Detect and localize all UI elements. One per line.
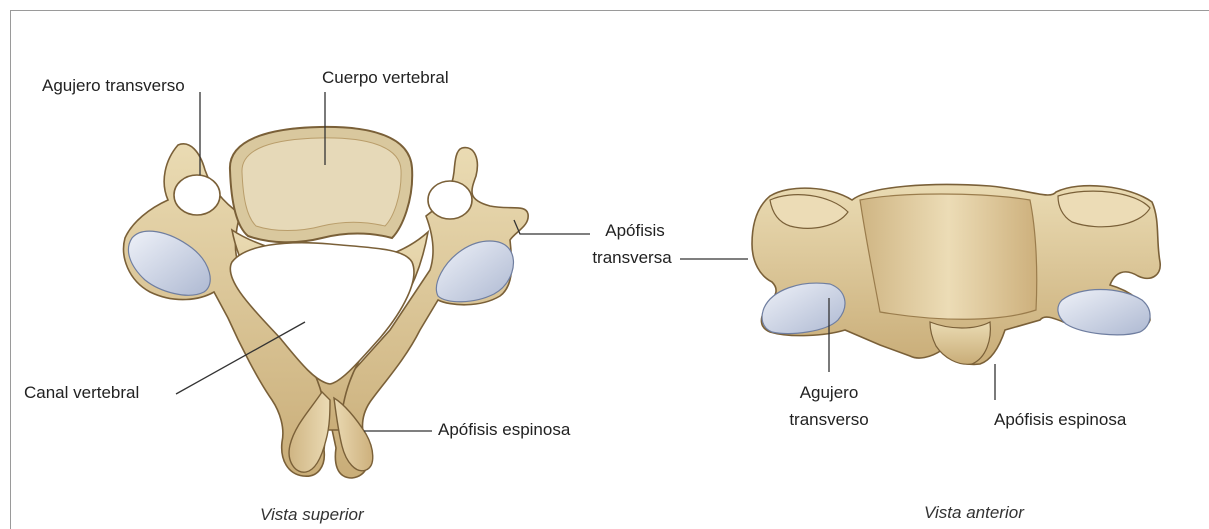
caption-vista-superior: Vista superior — [260, 505, 364, 525]
label-apofisis-transversa-line2: transversa — [582, 248, 682, 268]
label-canal-vertebral: Canal vertebral — [24, 383, 139, 403]
label-apofisis-transversa-line1: Apófisis — [585, 221, 685, 241]
vertebral-body-surface — [242, 138, 401, 231]
anterior-right-facet — [1058, 290, 1150, 335]
caption-vista-anterior: Vista anterior — [924, 503, 1024, 523]
label-agujero-transverso-superior: Agujero transverso — [42, 76, 185, 96]
anterior-spinous-process — [930, 322, 990, 364]
label-cuerpo-vertebral: Cuerpo vertebral — [322, 68, 449, 88]
label-apofisis-espinosa-superior: Apófisis espinosa — [438, 420, 570, 440]
label-agujero-transverso-anterior-line1: Agujero — [774, 383, 884, 403]
left-transverse-foramen — [174, 175, 220, 215]
label-apofisis-espinosa-anterior: Apófisis espinosa — [994, 410, 1126, 430]
anterior-vertebral-body — [860, 194, 1037, 319]
anterior-view-vertebra — [752, 185, 1160, 365]
label-agujero-transverso-anterior-line2: transverso — [774, 410, 884, 430]
right-transverse-foramen — [428, 181, 472, 219]
